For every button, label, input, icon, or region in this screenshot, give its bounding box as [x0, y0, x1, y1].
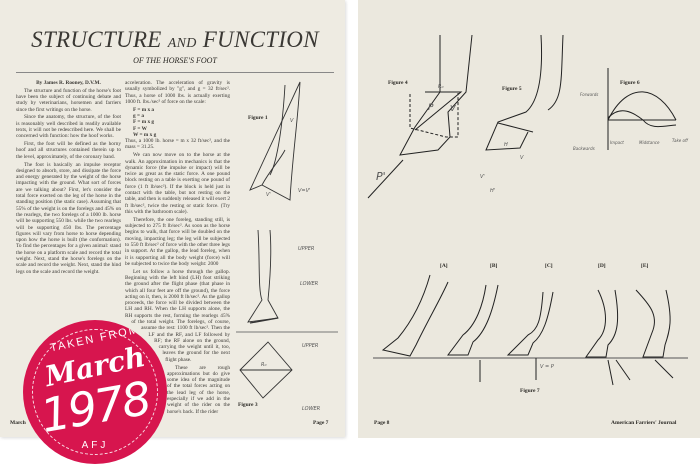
text-column-1: By James R. Rooney, D.V.M. The structure…	[16, 80, 121, 320]
paragraph: The structure and function of the horse'…	[16, 87, 121, 113]
fig4-label-r0: R₀	[438, 84, 444, 90]
fig3-label-lower: LOWER	[302, 406, 321, 412]
title-rule	[16, 72, 334, 73]
fig7-panel-c: [C]	[545, 263, 553, 269]
fig7-panel-a: [A]	[440, 263, 448, 269]
figure-7-label: Figure 7	[520, 388, 540, 394]
fig6-label-forwards: Forwards	[580, 92, 599, 97]
footer-journal-name: American Farriers' Journal	[611, 420, 677, 426]
fig6-label-backwards: Backwards	[573, 146, 595, 151]
fig5-label-v-prime: V'	[480, 174, 485, 180]
paragraph: Since the anatomy, the structure, of the…	[16, 114, 121, 140]
fig1-label-v-prime: V'	[266, 192, 271, 198]
footer-month: March	[10, 420, 26, 426]
fig2-label-upper: UPPER	[298, 246, 315, 252]
figure-5-label: Figure 5	[502, 86, 522, 92]
fig5-label-h: H	[504, 142, 508, 148]
left-figures-sketch	[236, 81, 338, 399]
right-magazine-page: Figure 4 R₀ P V P' Figure 5 H V V' H' Fi…	[358, 0, 700, 438]
equation: g = a	[133, 112, 144, 119]
fig5-label-h-prime: H'	[490, 188, 496, 194]
figure-3-label: Figure 3	[238, 402, 258, 408]
taken-from-badge: TAKEN FROM March 1978 AFJ	[23, 320, 167, 464]
equation: F = m x a	[133, 106, 155, 113]
fig6-label-midstance: Midstance	[639, 140, 660, 145]
paragraph: The foot is basically an impulse recepto…	[16, 161, 121, 275]
equation: F = W	[133, 125, 147, 132]
fig4-label-p-prime: P'	[376, 170, 386, 183]
fig7-panel-b: [B]	[490, 263, 498, 269]
fig3-label-r0: R₀	[261, 362, 267, 368]
figure-1-label: Figure 1	[248, 115, 268, 121]
equation: W = m x g	[133, 131, 157, 138]
fig7-panel-d: [D]	[598, 263, 606, 269]
article-subtitle: OF THE HORSE'S FOOT	[133, 56, 217, 65]
fig3-label-upper: UPPER	[302, 343, 319, 349]
footer-page-number: Page 7	[313, 420, 329, 426]
paragraph: Let us follow a horse through the gallop…	[125, 268, 230, 363]
equation: F = m x g	[133, 119, 155, 126]
paragraph: These are rough approximations but do gi…	[167, 364, 230, 415]
figure-6-label: Figure 6	[620, 80, 640, 86]
paragraph: Therefore, the one foreleg, standing sti…	[125, 216, 230, 267]
article-title: STRUCTURE AND FUNCTION	[31, 27, 319, 52]
text-column-2: acceleration. The acceleration of gravit…	[125, 80, 230, 435]
paragraph: Thus, a 1000 lb. horse = m x 32 ft/sec²,…	[125, 138, 230, 151]
paragraph: acceleration. The acceleration of gravit…	[125, 80, 230, 105]
fig5-label-v: V	[520, 155, 524, 161]
fig6-label-impact: Impact	[610, 140, 624, 145]
fig1-label-v-equals: V=V'	[298, 188, 311, 194]
badge-bottom-text: AFJ	[81, 440, 109, 451]
right-figures-sketch	[367, 34, 688, 386]
byline: By James R. Rooney, D.V.M.	[36, 80, 101, 86]
fig4-label-p: P	[428, 103, 434, 113]
badge-dashed-ring	[32, 329, 158, 455]
paragraph: First, the foot will be defined as the h…	[16, 141, 121, 160]
fig7-panel-e: [E]	[641, 263, 649, 269]
footer-page-number: Page 8	[374, 420, 390, 426]
fig1-label-v: V	[290, 118, 294, 124]
fig7-note: V = P	[540, 364, 554, 370]
fig6-label-takeoff: Take off	[672, 138, 688, 143]
fig4-label-v: V	[450, 104, 456, 113]
fig2-label-lower: LOWER	[300, 281, 319, 287]
figure-4-label: Figure 4	[388, 80, 408, 86]
paragraph: We can now move on to the horse at the w…	[125, 152, 230, 215]
